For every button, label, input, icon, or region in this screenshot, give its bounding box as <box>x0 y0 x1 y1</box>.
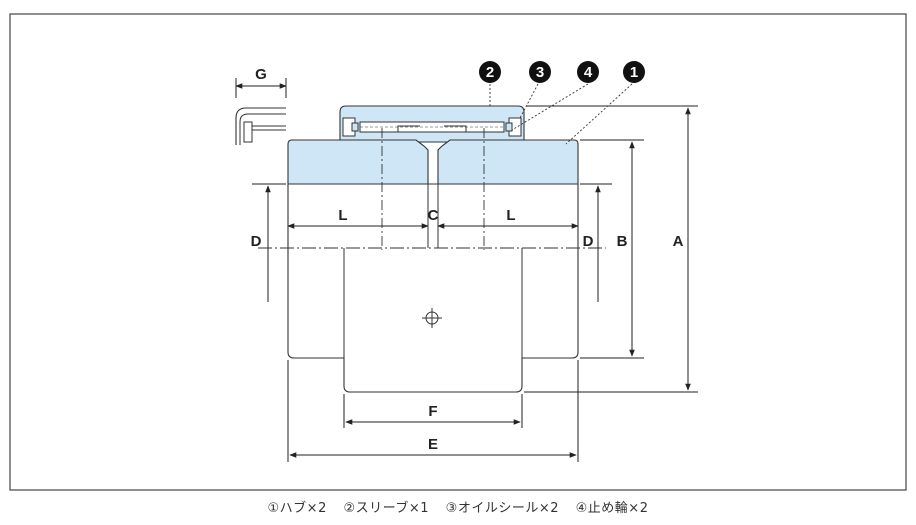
callout-badge-1: 1 <box>623 61 645 83</box>
seal-details <box>342 117 522 137</box>
caption-item-hub: ①ハブ×2 <box>267 501 327 516</box>
hub-left <box>287 139 429 185</box>
hub-right <box>437 139 579 185</box>
dim-label-d-right: D <box>583 233 594 250</box>
svg-text:1: 1 <box>630 64 638 81</box>
svg-text:4: 4 <box>584 64 593 81</box>
g-detail <box>235 78 287 145</box>
hub-body-outline <box>287 184 579 393</box>
dim-label-f: F <box>428 403 437 420</box>
dim-label-g: G <box>255 66 267 83</box>
center-mark-icon <box>422 308 442 328</box>
dim-label-e: E <box>428 436 438 453</box>
svg-text:2: 2 <box>486 64 494 81</box>
svg-text:3: 3 <box>536 64 544 81</box>
dim-label-c: C <box>428 207 439 224</box>
dim-label-a: A <box>673 233 684 250</box>
callout-badge-2: 2 <box>479 61 501 83</box>
dim-label-l-right: L <box>506 207 515 224</box>
dim-label-b: B <box>617 233 628 250</box>
caption-item-sleeve: ②スリーブ×1 <box>343 501 430 516</box>
callout-badge-3: 3 <box>529 61 551 83</box>
callout-leaders <box>489 83 633 145</box>
parts-caption: ①ハブ×2 ②スリーブ×1 ③オイルシール×2 ④止め輪×2 <box>0 497 916 516</box>
drawing-border <box>9 13 907 491</box>
caption-item-snap-ring: ④止め輪×2 <box>575 501 649 516</box>
dim-label-d-left: D <box>251 233 262 250</box>
caption-item-oil-seal: ③オイルシール×2 <box>445 501 559 516</box>
dim-label-l-left: L <box>338 207 347 224</box>
gear-teeth <box>359 121 505 133</box>
callout-badge-4: 4 <box>577 61 599 83</box>
